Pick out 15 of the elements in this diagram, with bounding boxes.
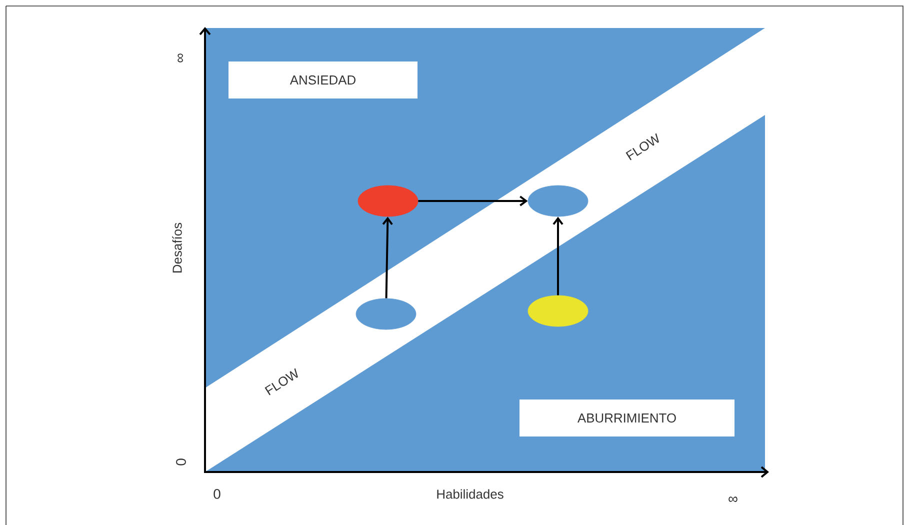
axis-tick-label: ∞ (178, 54, 183, 62)
arrow (418, 196, 528, 206)
ellipse-marker (528, 295, 588, 327)
arrow (552, 216, 564, 296)
ellipse-marker (528, 185, 588, 217)
label-box: ANSIEDAD (228, 62, 418, 98)
axis-tick-label: ∞ (728, 496, 738, 502)
label-box: ABURRIMIENTO (520, 400, 734, 436)
ellipse-marker (358, 185, 418, 217)
ellipse-marker (356, 298, 416, 330)
axis-title: Desafíos (172, 222, 182, 272)
axis-title: Habilidades (437, 489, 504, 499)
axis-tick-label: 0 (176, 458, 186, 466)
arrow (382, 216, 393, 298)
axis-tick-label: 0 (214, 489, 220, 499)
